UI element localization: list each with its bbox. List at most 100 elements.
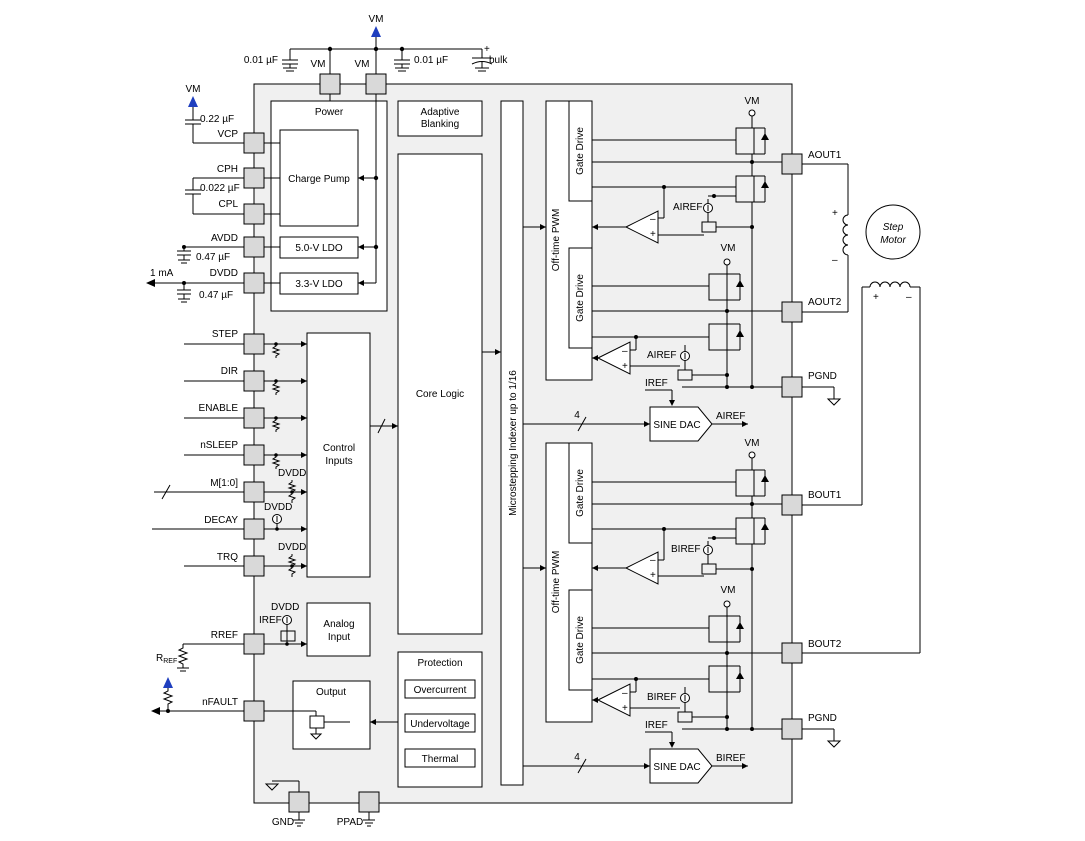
vm-a1-label: VM [745, 96, 760, 107]
control-inputs-label-1: Control [323, 443, 355, 454]
indexer-label: Microstepping Indexer up to 1/16 [508, 370, 519, 516]
undervoltage-label: Undervoltage [410, 719, 470, 730]
cap-top-right-label: 0.01 µF [414, 55, 448, 66]
decay-dvdd-label: DVDD [264, 502, 292, 513]
pin-rref [243, 633, 265, 655]
pin-aout1-label: AOUT1 [808, 150, 842, 161]
internal-ground-icon [264, 783, 280, 791]
vm-b2-label: VM [721, 585, 736, 596]
left-external: VM 0.22 µF 0.022 µF 0.47 µF 1 mA [146, 84, 244, 715]
undervoltage-block [404, 713, 476, 733]
trq-dvdd-label: DVDD [278, 542, 306, 553]
pin-dir-label: DIR [221, 366, 238, 377]
pin-nsleep [243, 444, 265, 466]
comp-a2-plus: + [622, 361, 628, 372]
pin-vcp-label: VCP [217, 129, 238, 140]
comp-a2-minus: – [622, 346, 628, 357]
ldo-5v-label: 5.0-V LDO [295, 243, 342, 254]
pin-dvdd [243, 272, 265, 294]
analog-input-label-2: Input [328, 632, 350, 643]
pin-decay-label: DECAY [204, 515, 238, 526]
gate-drive-a1-block [568, 100, 593, 202]
rref-iref-label: IREF [259, 615, 282, 626]
sine-dac-b: SINE DAC BIREF [649, 748, 748, 784]
fet-a2-high-icon [708, 273, 728, 301]
ldo-33v-label: 3.3-V LDO [295, 279, 342, 290]
core-logic-block [397, 153, 483, 635]
fet-a1-low-icon [735, 175, 755, 203]
bridge-b: Off-time PWM Gate Drive Gate Drive VM VM [545, 438, 782, 748]
overcurrent-block [404, 679, 476, 699]
pin-cpl [243, 203, 265, 225]
vm-pin-left-label: VM [311, 59, 326, 70]
control-inputs-block: Control Inputs DVDD D [264, 332, 398, 578]
vm-arrow-icon [371, 26, 381, 37]
indexer-block [500, 100, 524, 786]
vm-a2-label: VM [721, 243, 736, 254]
fet-b2-high-icon [708, 615, 728, 643]
pin-cph-label: CPH [217, 164, 238, 175]
core-logic-label: Core Logic [416, 389, 464, 400]
sine-dac-a-label: SINE DAC [653, 420, 700, 431]
fet-a2-low-icon [708, 323, 728, 351]
charge-pump-block [279, 129, 359, 227]
output-title: Output [316, 687, 346, 698]
cap-top-left-label: 0.01 µF [244, 55, 278, 66]
comparator-b2-icon [596, 683, 631, 717]
gate-drive-a1-label: Gate Drive [575, 127, 586, 175]
pin-avdd-label: AVDD [211, 233, 238, 244]
comparator-a1-icon [624, 210, 659, 244]
left-pins: VCP CPH CPL AVDD DVDD STEP DIR ENABLE nS… [199, 129, 280, 722]
pin-m10-label: M[1:0] [210, 478, 238, 489]
coil-a-minus: – [832, 255, 838, 266]
coil-b-minus: – [906, 292, 912, 303]
vm-top-label: VM [369, 14, 384, 25]
pin-cpl-label: CPL [219, 199, 239, 210]
step-motor: + – Step Motor + – [802, 163, 921, 654]
control-inputs-label-2: Inputs [325, 456, 352, 467]
comparator-a2-icon [596, 341, 631, 375]
motor-label-2: Motor [880, 235, 906, 246]
comparator-b1-icon [624, 551, 659, 585]
fet-a1-high-icon [735, 127, 755, 155]
adaptive-blanking-block [397, 100, 483, 137]
pin-decay [243, 518, 265, 540]
power-title: Power [315, 107, 344, 118]
gate-drive-a2-label: Gate Drive [575, 274, 586, 322]
sine-dac-b-label: SINE DAC [653, 762, 700, 773]
gate-drive-a2-block [568, 247, 593, 349]
vm-left-label: VM [186, 84, 201, 95]
sine-dac-b-out: BIREF [716, 753, 745, 764]
pin-vm-2 [365, 73, 387, 95]
bus-b-width: 4 [574, 752, 580, 763]
rref-fet-icon [280, 630, 296, 642]
bulk-label: bulk [489, 55, 508, 66]
biref-label-b1: BIREF [671, 544, 700, 555]
pin-bout2-label: BOUT2 [808, 639, 842, 650]
biref-label-b2: BIREF [647, 692, 676, 703]
comp-a1-minus: – [650, 214, 656, 225]
pin-pgnd-a-label: PGND [808, 371, 837, 382]
pin-pgnd-a [781, 376, 803, 398]
pin-nfault-label: nFAULT [202, 697, 238, 708]
pin-ppad [358, 791, 380, 813]
thermal-label: Thermal [422, 754, 459, 765]
pin-cph [243, 167, 265, 189]
pin-enable-label: ENABLE [199, 403, 239, 414]
pin-aout2 [781, 301, 803, 323]
pin-rref-label: RREF [211, 630, 238, 641]
vm-b1-label: VM [745, 438, 760, 449]
right-pins: AOUT1 AOUT2 PGND BOUT1 BOUT2 PGND [781, 150, 842, 748]
vcp-cap-label: 0.22 µF [200, 114, 234, 125]
gate-drive-b1-block [568, 442, 593, 544]
dvdd-load-label: 1 mA [150, 268, 174, 279]
pin-step-label: STEP [212, 329, 238, 340]
motor-label-1: Step [883, 222, 904, 233]
power-block: Power Charge Pump 5.0-V LDO 3.3-V LDO [270, 94, 388, 312]
vm-pin-right-label: VM [355, 59, 370, 70]
iref-label-a: IREF [645, 378, 668, 389]
fet-b1-low-icon [735, 517, 755, 545]
avdd-cap-label: 0.47 µF [196, 252, 230, 263]
comp-b1-plus: + [650, 570, 656, 581]
output-block: Output [264, 680, 398, 750]
